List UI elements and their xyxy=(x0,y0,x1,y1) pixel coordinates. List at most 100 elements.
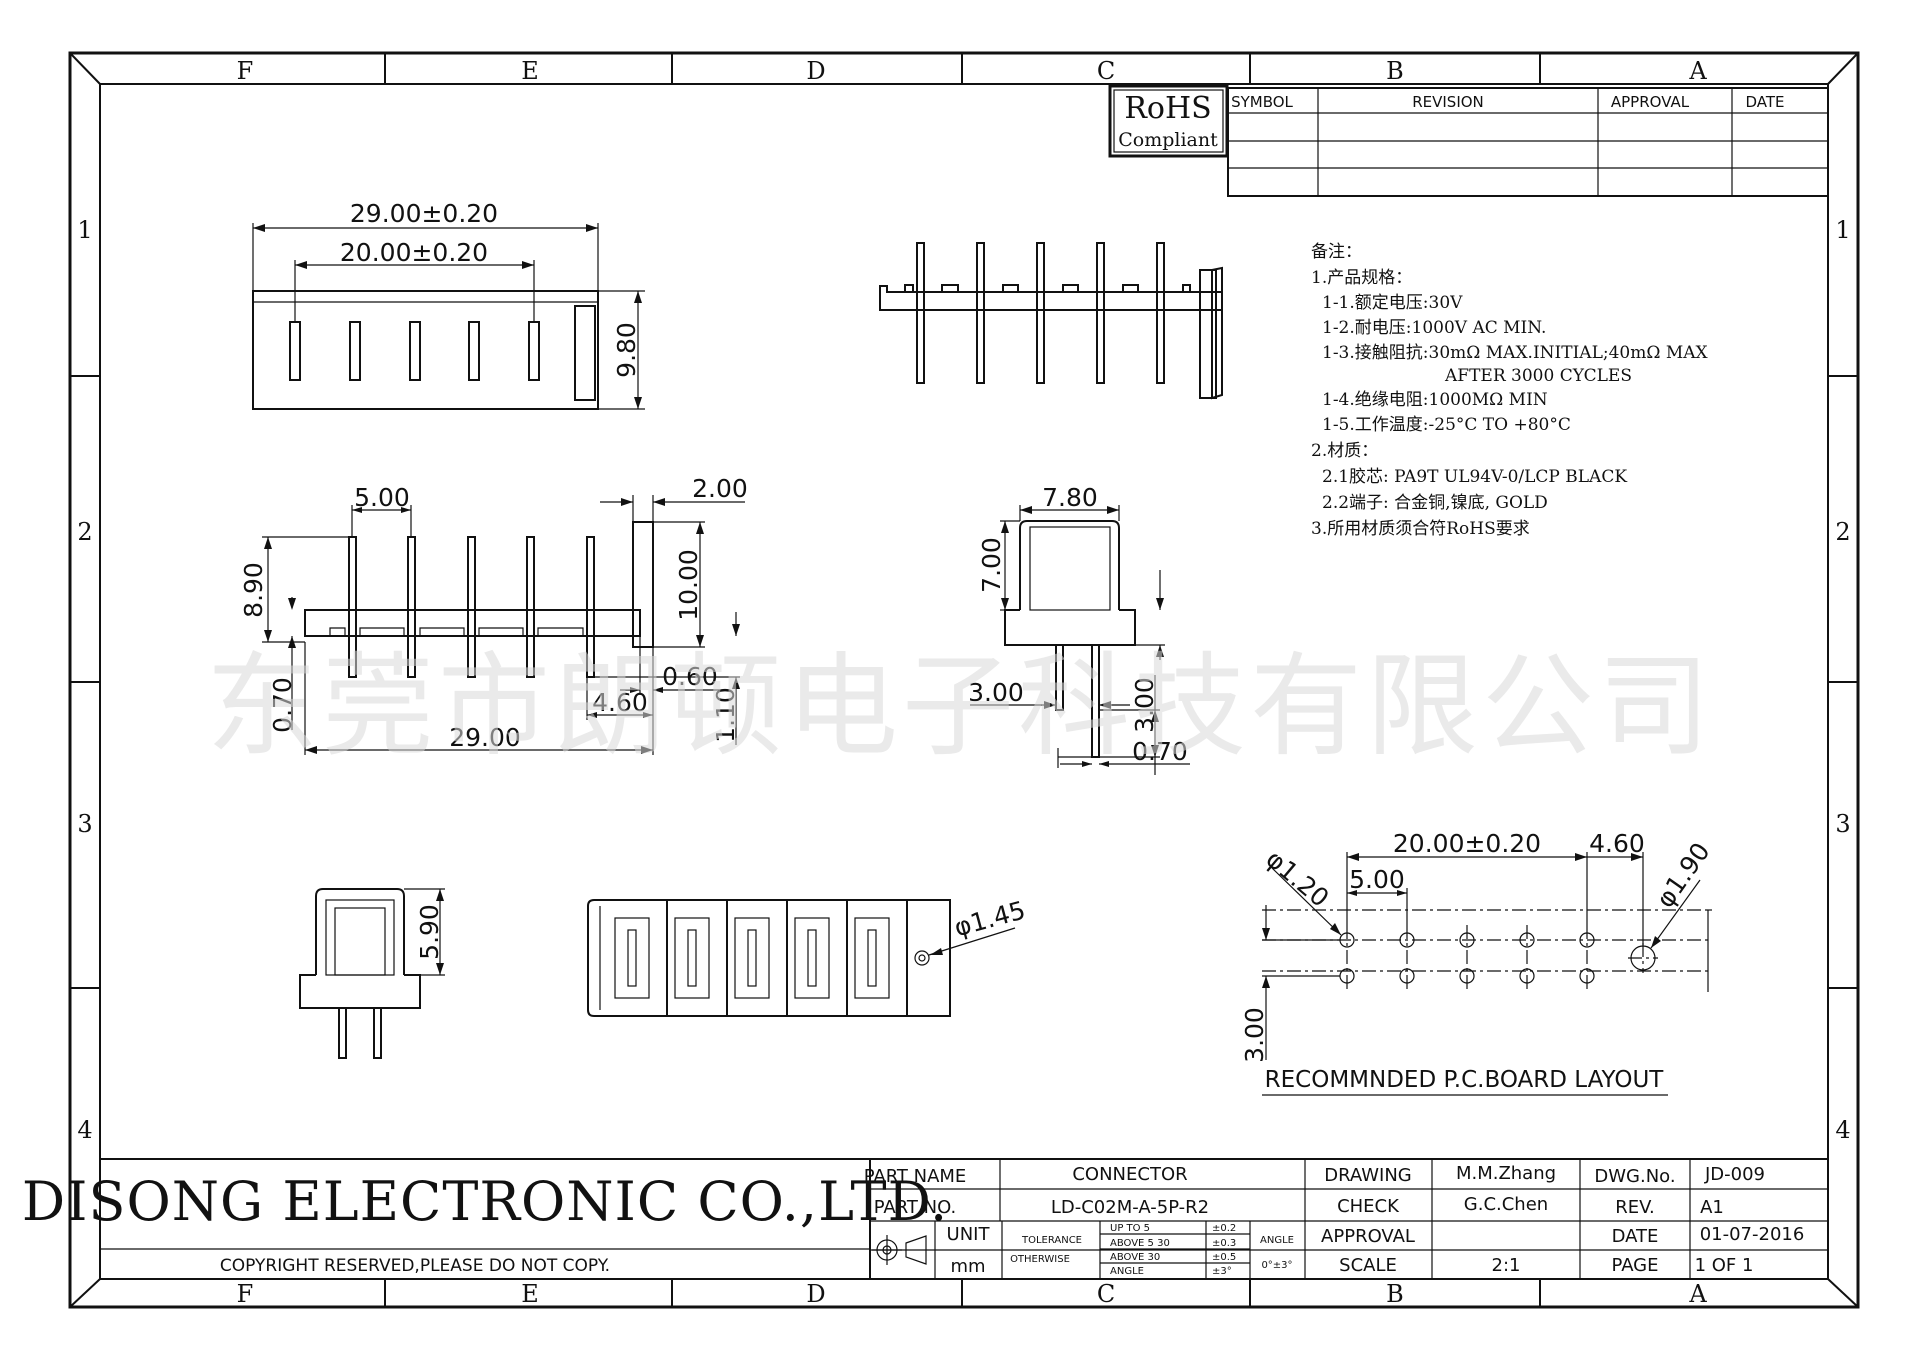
angle-col-value: 0°±3° xyxy=(1261,1260,1292,1271)
notes-line-8: 2.材质： xyxy=(1311,441,1378,461)
dim-pcb-hole-large: φ1.90 xyxy=(1650,837,1715,913)
drawing-value: M.M.Zhang xyxy=(1456,1163,1556,1184)
drawing-frame xyxy=(68,51,1860,1309)
dim-top-height: 9.80 xyxy=(612,322,641,378)
tol-angle: ANGLE xyxy=(1110,1266,1144,1277)
dim-side-housing-height: 10.00 xyxy=(674,549,703,621)
zone-row-1-left: 1 xyxy=(77,216,92,244)
zone-row-3-right: 3 xyxy=(1835,810,1850,838)
date-value: 01-07-2016 xyxy=(1700,1224,1805,1245)
revision-header-date: DATE xyxy=(1745,93,1784,111)
zone-row-1-right: 1 xyxy=(1835,216,1850,244)
tol-above-30: ABOVE 30 xyxy=(1110,1252,1160,1263)
part-name-label: PART NAME xyxy=(864,1166,967,1187)
title-block: DISONG ELECTRONIC CO.,LTD. COPYRIGHT RES… xyxy=(22,1158,1828,1279)
notes-line-10: 2.2端子: 合金铜,镍底, GOLD xyxy=(1322,493,1548,513)
zone-col-A-bottom: A xyxy=(1688,1280,1707,1308)
watermark: 东莞市朗顿电子科技有限公司 xyxy=(206,642,1714,772)
dim-side-length: 29.00 xyxy=(449,723,521,752)
drawing-label: DRAWING xyxy=(1324,1165,1412,1186)
tol-value-4: ±3° xyxy=(1212,1266,1232,1277)
dim-side-pin-below: 0.70 xyxy=(268,677,297,733)
pcb-layout-title: RECOMMNDED P.C.BOARD LAYOUT xyxy=(1265,1067,1665,1093)
tol-above-5: ABOVE 5 30 xyxy=(1110,1238,1170,1249)
angle-col-label: ANGLE xyxy=(1260,1235,1294,1246)
notes-block: 备注： 1.产品规格： 1-1.额定电压:30V 1-2.耐电压:1000V A… xyxy=(1311,242,1709,539)
rev-label: REV. xyxy=(1615,1197,1655,1218)
dim-side-pin-above: 8.90 xyxy=(239,562,268,618)
tol-value-3: ±0.5 xyxy=(1212,1252,1236,1263)
revision-header-approval: APPROVAL xyxy=(1611,93,1690,111)
pcb-layout: 20.00±0.20 4.60 5.00 φ1.20 φ1.90 3.00 RE… xyxy=(1240,829,1716,1096)
copyright-notice: COPYRIGHT RESERVED,PLEASE DO NOT COPY. xyxy=(220,1256,610,1276)
dwg-no-value: JD-009 xyxy=(1704,1164,1765,1185)
dim-end-pin-offset: 3.00 xyxy=(968,678,1024,707)
notes-line-1: 1.产品规格： xyxy=(1311,268,1412,288)
side-view: 5.00 2.00 8.90 10.00 0.70 xyxy=(239,474,748,755)
unit-label: UNIT xyxy=(947,1224,991,1245)
dim-side-width: 2.00 xyxy=(692,474,748,503)
dim-end-tail: 3.00 xyxy=(1130,677,1159,733)
rev-value: A1 xyxy=(1700,1197,1724,1218)
dim-end-width: 7.80 xyxy=(1042,483,1098,512)
page-value: 1 OF 1 xyxy=(1695,1255,1754,1276)
zone-col-A-top: A xyxy=(1688,57,1707,85)
company-name: DISONG ELECTRONIC CO.,LTD. xyxy=(22,1170,948,1233)
scale-value: 2:1 xyxy=(1492,1255,1521,1276)
dim-top-overall: 29.00±0.20 xyxy=(350,199,498,228)
zone-col-B-bottom: B xyxy=(1386,1280,1404,1308)
zone-col-B-top: B xyxy=(1386,57,1404,85)
dim-pcb-span: 20.00±0.20 xyxy=(1393,829,1541,858)
rohs-badge: RoHS Compliant xyxy=(1108,84,1229,158)
part-no-value: LD-C02M-A-5P-R2 xyxy=(1051,1197,1209,1218)
end-view: 7.80 7.00 3.00 3.00 0.70 xyxy=(968,483,1190,775)
notes-line-4: 1-3.接触阻抗:30mΩ MAX.INITIAL;40mΩ MAX xyxy=(1322,343,1709,363)
tol-value-2: ±0.3 xyxy=(1212,1238,1236,1249)
zone-col-E-bottom: E xyxy=(521,1280,539,1308)
rohs-title: RoHS xyxy=(1124,91,1211,126)
zone-col-C-top: C xyxy=(1097,57,1115,85)
scale-label: SCALE xyxy=(1339,1255,1397,1276)
tol-value-1: ±0.2 xyxy=(1212,1223,1236,1234)
dim-pcb-row: 3.00 xyxy=(1240,1007,1269,1063)
zone-col-E-top: E xyxy=(521,57,539,85)
part-no-label: PART NO. xyxy=(874,1197,957,1218)
tolerance-label: TOLERANCE xyxy=(1021,1235,1082,1246)
dim-side-end-gap: 4.60 xyxy=(592,688,648,717)
notes-line-5: AFTER 3000 CYCLES xyxy=(1444,366,1632,386)
zone-col-D-top: D xyxy=(806,57,825,85)
top-view: 29.00±0.20 20.00±0.20 9.80 xyxy=(252,199,645,410)
zone-col-D-bottom: D xyxy=(806,1280,825,1308)
notes-line-2: 1-1.额定电压:30V xyxy=(1322,293,1463,313)
notes-line-9: 2.1胶芯: PA9T UL94V-0/LCP BLACK xyxy=(1322,467,1627,487)
dim-end-pin-thickness: 0.70 xyxy=(1132,737,1188,766)
part-name-value: CONNECTOR xyxy=(1072,1164,1187,1185)
zone-col-F-bottom: F xyxy=(237,1280,254,1308)
dim-pcb-end: 4.60 xyxy=(1589,829,1645,858)
tol-up-to-5: UP TO 5 xyxy=(1110,1223,1150,1234)
dim-pcb-hole-small: φ1.20 xyxy=(1261,844,1335,913)
small-end-view: 5.90 xyxy=(299,888,445,1059)
approval-label: APPROVAL xyxy=(1321,1226,1415,1247)
zone-col-C-bottom: C xyxy=(1097,1280,1115,1308)
zone-row-3-left: 3 xyxy=(77,810,92,838)
zone-row-4-left: 4 xyxy=(77,1116,92,1144)
dim-small-height: 5.90 xyxy=(415,904,444,960)
bottom-view: φ1.45 xyxy=(587,895,1028,1017)
otherwise-label: OTHERWISE xyxy=(1010,1254,1070,1265)
notes-line-11: 3.所用材质须合符RoHS要求 xyxy=(1311,519,1530,539)
check-label: CHECK xyxy=(1337,1196,1400,1217)
dim-side-pitch: 5.00 xyxy=(354,483,410,512)
notes-line-3: 1-2.耐电压:1000V AC MIN. xyxy=(1322,318,1546,338)
zone-col-F-top: F xyxy=(237,57,254,85)
revision-table: SYMBOL REVISION APPROVAL DATE xyxy=(1227,87,1829,197)
page-label: PAGE xyxy=(1611,1255,1658,1276)
dwg-no-label: DWG.No. xyxy=(1594,1166,1675,1187)
dim-end-height: 7.00 xyxy=(977,537,1006,593)
notes-line-7: 1-5.工作温度:-25°C TO +80°C xyxy=(1322,415,1571,435)
zone-row-2-left: 2 xyxy=(77,518,92,546)
notes-title: 备注： xyxy=(1311,242,1362,262)
notes-line-6: 1-4.绝缘电阻:1000MΩ MIN xyxy=(1322,390,1548,410)
zone-row-2-right: 2 xyxy=(1835,518,1850,546)
